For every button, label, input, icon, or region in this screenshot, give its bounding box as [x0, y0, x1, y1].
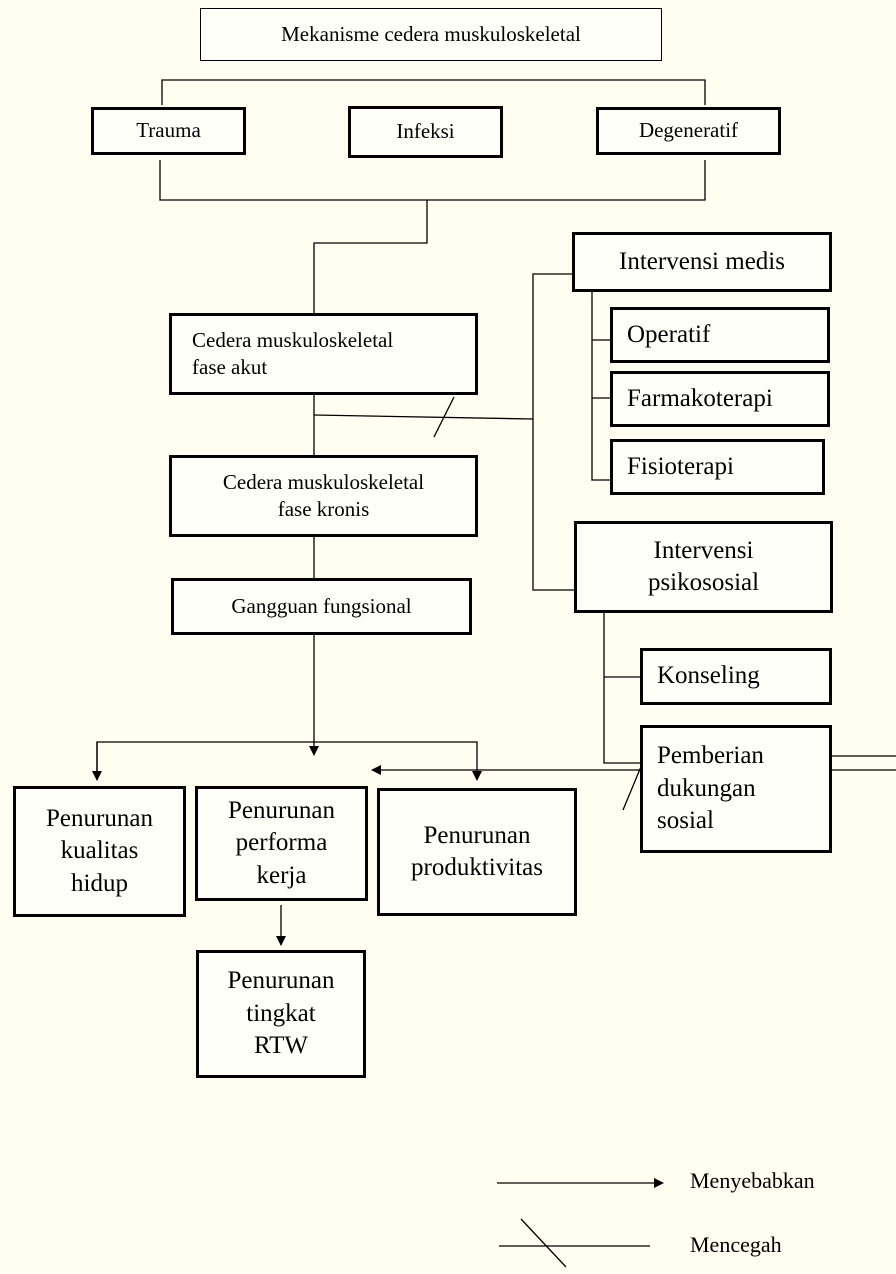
medis-sub-bracket — [591, 292, 610, 481]
prevent-line-akut — [313, 414, 534, 420]
node-infeksi: Infeksi — [348, 106, 503, 158]
legend-prevents-mark — [520, 1218, 567, 1268]
node-kualitas-hidup: Penurunan kualitas hidup — [13, 786, 186, 917]
node-dukungan: Pemberian dukungan sosial — [640, 725, 832, 853]
node-farmakoterapi: Farmakoterapi — [610, 371, 830, 427]
intervention-bracket — [532, 273, 577, 591]
node-gangguan: Gangguan fungsional — [171, 578, 472, 635]
node-root: Mekanisme cedera muskuloskeletal — [200, 8, 662, 61]
node-rtw: Penurunan tingkat RTW — [196, 950, 366, 1078]
causes-bracket — [159, 160, 706, 201]
node-trauma: Trauma — [91, 107, 246, 155]
prevent-mark-akut — [433, 396, 455, 438]
node-degeneratif: Degeneratif — [596, 107, 781, 155]
node-produktivitas: Penurunan produktivitas — [377, 788, 577, 916]
node-operatif: Operatif — [610, 307, 830, 363]
causes-to-akut — [313, 200, 428, 313]
legend-prevents-label: Mencegah — [690, 1232, 782, 1257]
node-kronis: Cedera muskuloskeletal fase kronis — [169, 455, 478, 537]
psiko-sub-bracket — [603, 613, 640, 764]
root-bracket — [161, 79, 706, 105]
node-performa-kerja: Penurunan performa kerja — [195, 786, 368, 901]
node-intervensi-psikososial: Intervensi psikososial — [574, 521, 833, 613]
legend-causes-label: Menyebabkan — [690, 1168, 815, 1193]
node-intervensi-medis: Intervensi medis — [572, 232, 832, 292]
node-akut: Cedera muskuloskeletal fase akut — [169, 313, 478, 395]
node-konseling: Konseling — [640, 648, 832, 705]
node-fisioterapi: Fisioterapi — [610, 439, 825, 495]
